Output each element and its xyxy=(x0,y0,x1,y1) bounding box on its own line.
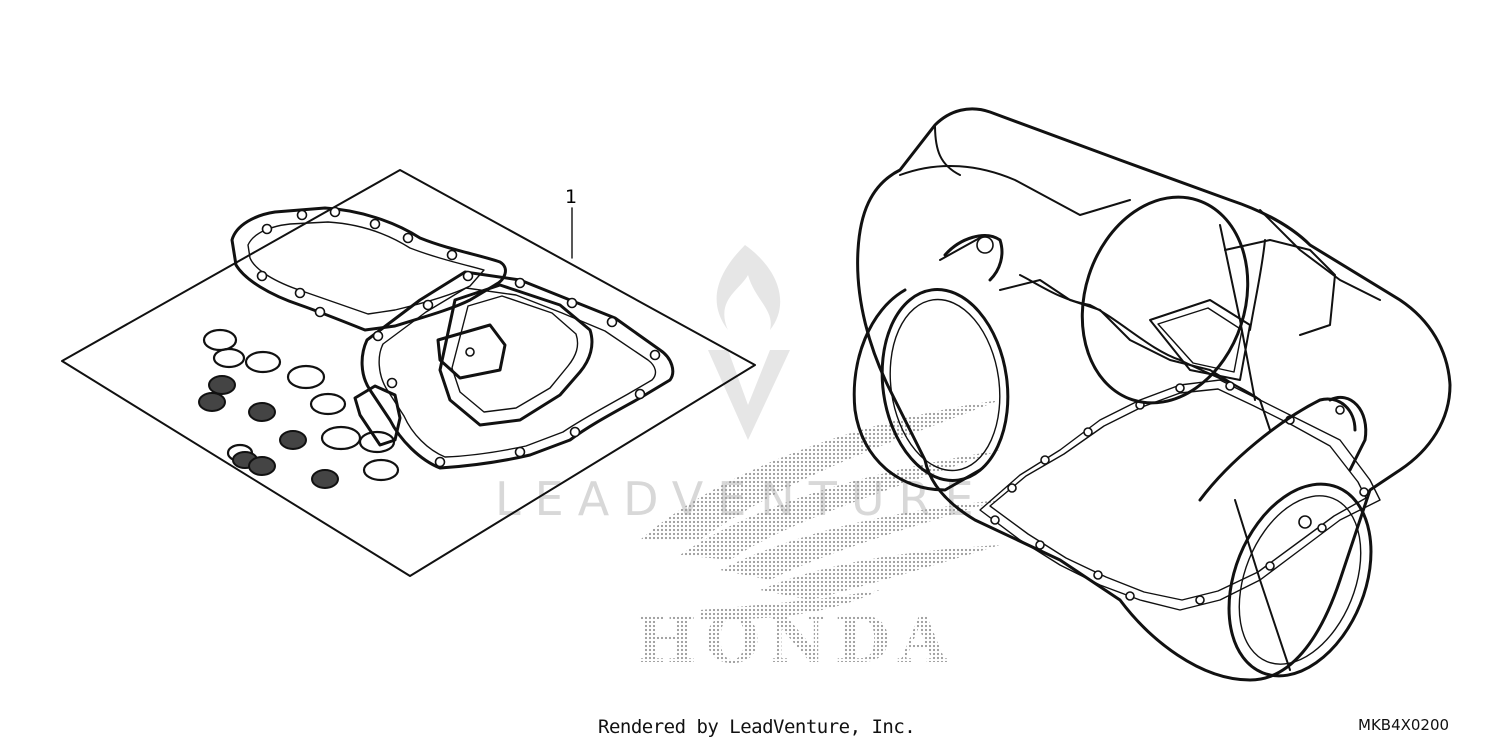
honda-wing-logo: HONDA xyxy=(636,400,1000,678)
footer-credit: Rendered by LeadVenture, Inc. xyxy=(598,716,916,738)
part-callout-1[interactable]: 1 xyxy=(565,186,578,208)
gasket-kit-sheet xyxy=(61,169,756,577)
engine-block-drawing xyxy=(852,107,1452,682)
gasket-bolt-holes xyxy=(372,270,661,468)
honda-logo-text: HONDA xyxy=(636,603,956,678)
diagram-code: MKB4X0200 xyxy=(1358,716,1450,734)
pan-bolt-holes xyxy=(990,381,1369,605)
o-ring-set xyxy=(198,328,400,489)
gasket-bolt-holes xyxy=(256,206,458,318)
